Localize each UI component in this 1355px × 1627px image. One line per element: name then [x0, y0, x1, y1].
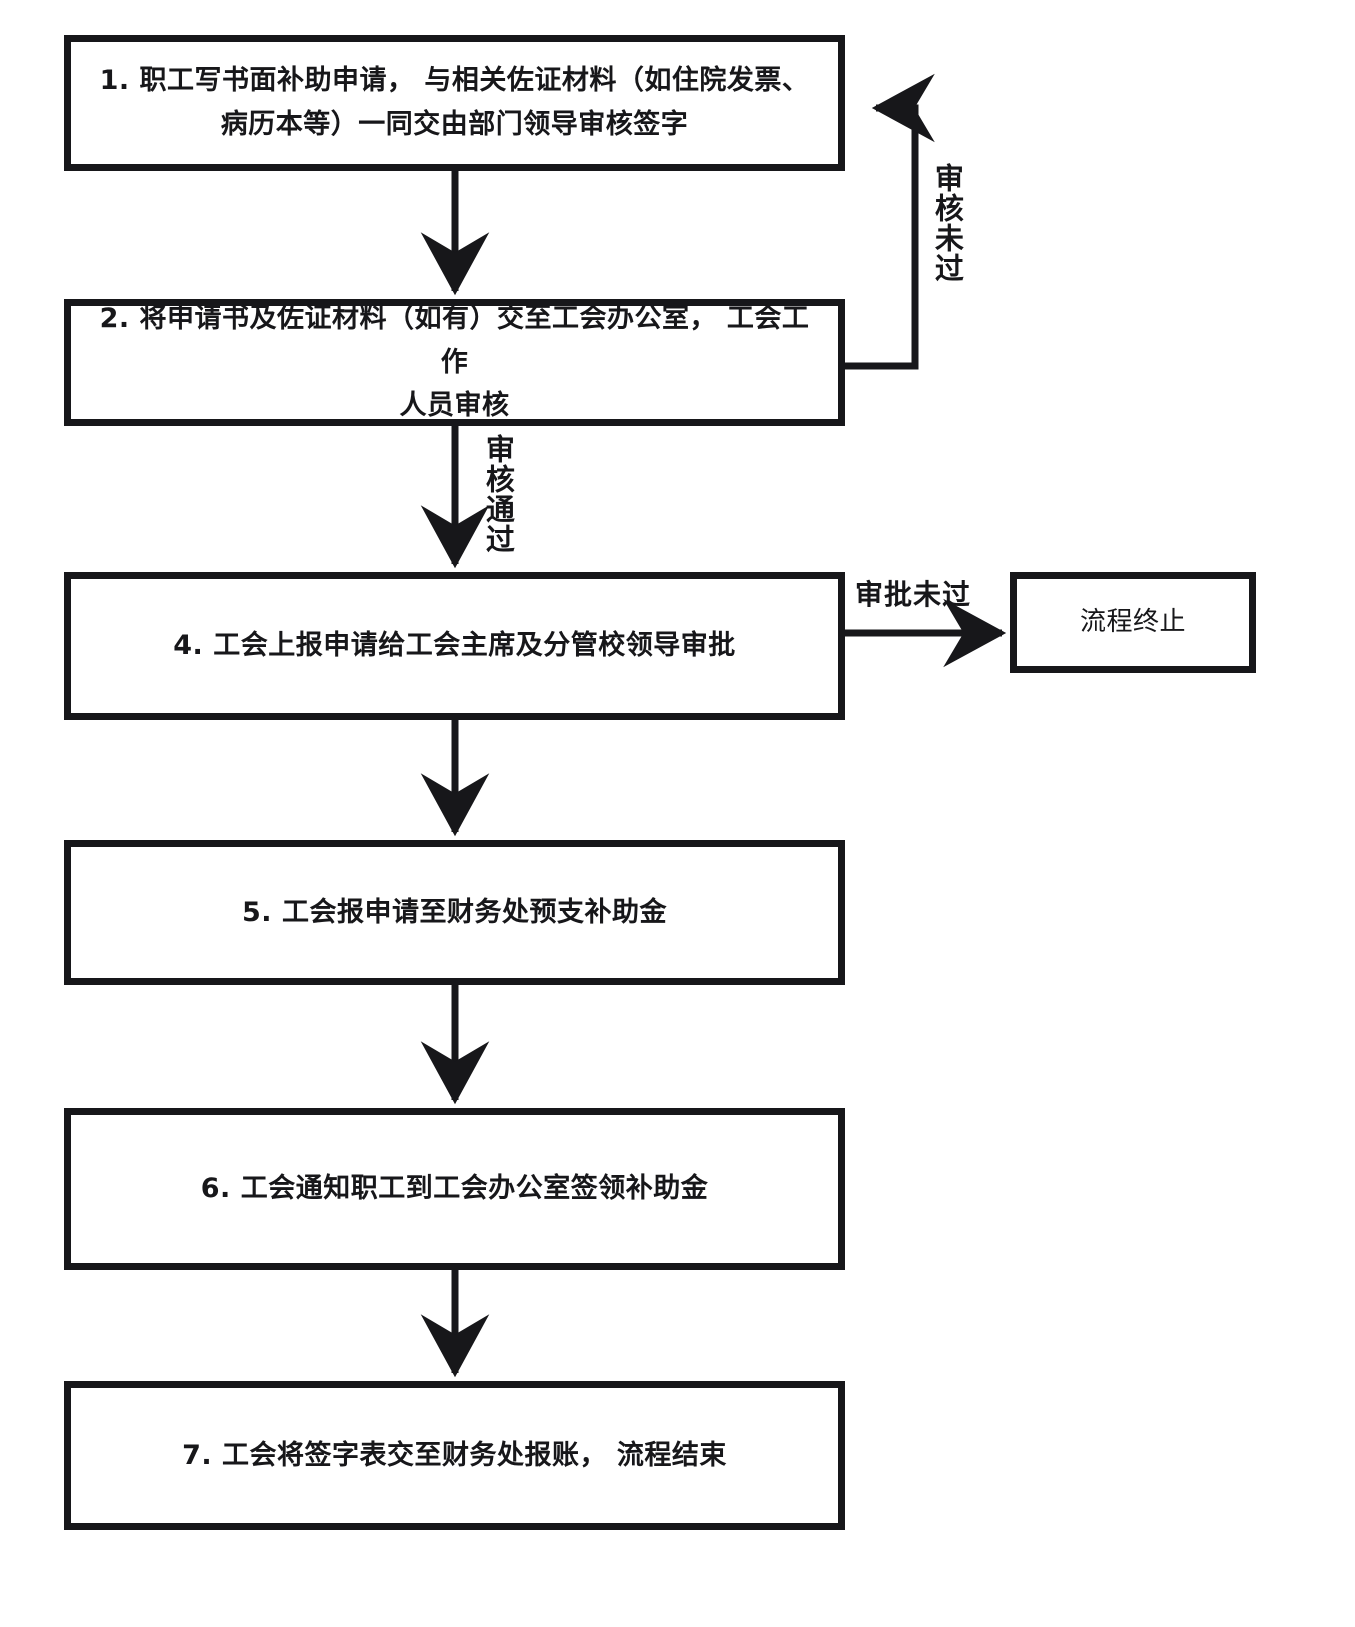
edge-label-review-passed: 审核通过 — [481, 434, 516, 554]
process-node-step-4[interactable]: 4. 工会上报申请给工会主席及分管校领导审批 — [64, 572, 845, 720]
process-node-step-4-label: 4. 工会上报申请给工会主席及分管校领导审批 — [173, 630, 736, 662]
process-node-step-5-label: 5. 工会报申请至财务处预支补助金 — [242, 896, 667, 928]
process-node-step-7-label: 7. 工会将签字表交至财务处报账， 流程结束 — [182, 1439, 727, 1471]
process-node-step-6[interactable]: 6. 工会通知职工到工会办公室签领补助金 — [64, 1108, 845, 1270]
process-node-step-2[interactable]: 2. 将申请书及佐证材料（如有）交至工会办公室， 工会工作 人员审核 — [64, 299, 845, 426]
process-node-step-7[interactable]: 7. 工会将签字表交至财务处报账， 流程结束 — [64, 1381, 845, 1530]
process-node-step-1-label: 1. 职工写书面补助申请， 与相关佐证材料（如住院发票、 病历本等）一同交由部门… — [99, 65, 810, 140]
edge-2-to-1-loop — [845, 73, 935, 370]
process-node-step-2-label: 2. 将申请书及佐证材料（如有）交至工会办公室， 工会工作 人员审核 — [99, 302, 810, 422]
terminal-node-process-end[interactable]: 流程终止 — [1010, 572, 1256, 673]
process-node-step-1[interactable]: 1. 职工写书面补助申请， 与相关佐证材料（如住院发票、 病历本等）一同交由部门… — [64, 35, 845, 171]
edge-label-approval-failed: 审批未过 — [855, 578, 972, 611]
terminal-node-label: 流程终止 — [1079, 607, 1186, 638]
process-node-step-5[interactable]: 5. 工会报申请至财务处预支补助金 — [64, 840, 845, 985]
process-node-step-6-label: 6. 工会通知职工到工会办公室签领补助金 — [200, 1173, 709, 1205]
edge-label-review-failed: 审核未过 — [930, 163, 965, 283]
